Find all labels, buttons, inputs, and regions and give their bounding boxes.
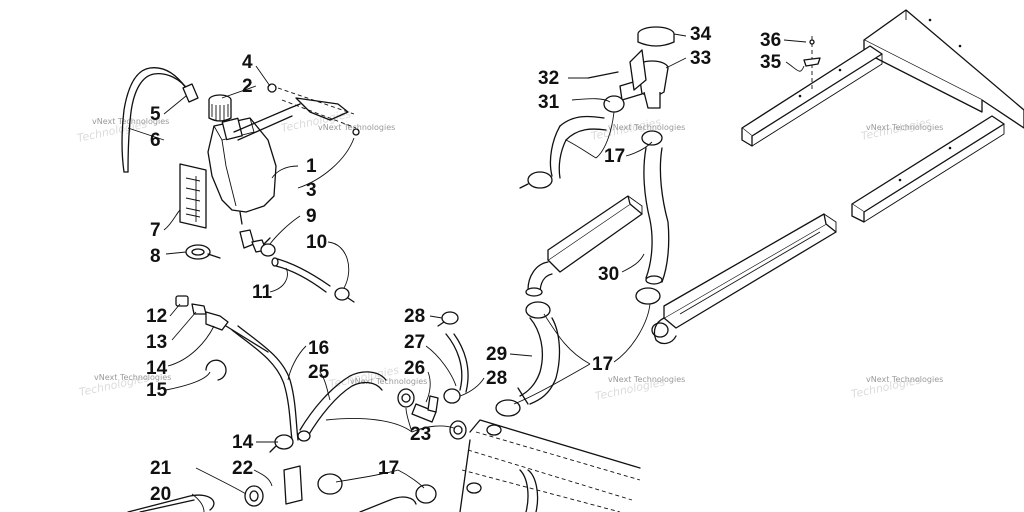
- clamp-23a: [397, 388, 415, 408]
- watermark-3: vNext Technologies: [608, 123, 685, 132]
- callout-25: 25: [308, 362, 330, 383]
- coolant-tube-17-lower: [359, 484, 437, 512]
- callout-7: 7: [150, 220, 161, 241]
- callout-6: 6: [150, 130, 161, 151]
- rivet-36: [803, 36, 821, 90]
- coolant-tube-20: [127, 494, 215, 512]
- hose-27: [445, 333, 469, 393]
- callout-12: 12: [146, 306, 167, 327]
- clamp-8: [185, 244, 221, 260]
- hose-30: [643, 147, 670, 285]
- clamp-14b: [269, 434, 294, 453]
- callout-30: 30: [598, 264, 619, 285]
- decal: [179, 163, 207, 229]
- callout-2: 2: [242, 76, 253, 97]
- callout-3: 3: [306, 180, 317, 201]
- callout-35: 35: [760, 52, 782, 73]
- watermark-4: vNext Technologies: [866, 123, 943, 132]
- bleed-fitting-12-13: [175, 295, 269, 353]
- callout-8: 8: [150, 246, 161, 267]
- callout-31: 31: [538, 92, 560, 113]
- reservoir-cap: [208, 94, 232, 122]
- callout-22: 22: [232, 458, 253, 479]
- watermark-8: vNext Technologies: [866, 375, 943, 384]
- clamp-21-22: [244, 465, 343, 507]
- callout-15: 15: [146, 380, 168, 401]
- t-fitting-26: [411, 395, 439, 423]
- hose-16: [231, 325, 299, 441]
- heat-exchanger-lower: [651, 213, 837, 345]
- leader-lines: [127, 33, 807, 512]
- watermark-5: vNext Technologies: [94, 373, 171, 382]
- callout-27: 27: [404, 332, 425, 353]
- callout-14: 14: [146, 358, 168, 379]
- callout-labels: 4 2 5 6 1 3 7 8 9 10 11 12 13 14 15 16 2…: [146, 24, 782, 505]
- clamp-17-upper: [519, 95, 663, 189]
- hose-29: [517, 317, 561, 405]
- callout-17b: 17: [592, 354, 613, 375]
- tunnel-rail-assembly: [741, 9, 1024, 223]
- callout-33: 33: [690, 48, 711, 69]
- callout-11: 11: [252, 282, 273, 303]
- callout-26: 26: [404, 358, 425, 379]
- callout-13: 13: [146, 332, 167, 353]
- watermark-2: vNext Technologies: [318, 123, 395, 132]
- clamp-28a: [437, 311, 459, 327]
- callout-9: 9: [306, 206, 317, 227]
- callout-14b: 14: [232, 432, 254, 453]
- callout-28a: 28: [404, 306, 425, 327]
- callout-5: 5: [150, 104, 161, 125]
- callout-17a: 17: [604, 146, 625, 167]
- hose-31: [549, 115, 607, 179]
- coolant-reservoir: [207, 103, 301, 225]
- clamp-28b: [443, 388, 461, 404]
- heat-exchanger-upper: [525, 195, 643, 297]
- overflow-hose-top: [121, 67, 199, 173]
- callout-17c: 17: [378, 458, 399, 479]
- callout-29: 29: [486, 344, 507, 365]
- callout-4: 4: [242, 52, 253, 73]
- watermark-7: vNext Technologies: [608, 375, 685, 384]
- snap-ring-15: [205, 359, 227, 381]
- clamp-23b: [449, 420, 467, 440]
- callout-34: 34: [690, 24, 712, 45]
- hose-25: [297, 371, 387, 442]
- callout-20: 20: [150, 484, 171, 505]
- clamp-10: [334, 287, 355, 303]
- callout-28b: 28: [486, 368, 507, 389]
- callout-32: 32: [538, 68, 559, 89]
- heat-exchanger-frame: [459, 419, 641, 512]
- callout-21: 21: [150, 458, 172, 479]
- radiator-cap-34: [637, 26, 675, 47]
- clamp-17-right: [635, 287, 661, 305]
- callout-23: 23: [410, 424, 431, 445]
- bracket-32: [587, 49, 647, 91]
- callout-10: 10: [306, 232, 327, 253]
- watermark-1: vNext Technologies: [92, 117, 169, 126]
- callout-1: 1: [306, 156, 317, 177]
- hose-11: [271, 257, 331, 293]
- watermark-6: vNext Technologies: [350, 377, 427, 386]
- clamp-9: [260, 237, 276, 257]
- callout-16: 16: [308, 338, 329, 359]
- callout-36: 36: [760, 30, 781, 51]
